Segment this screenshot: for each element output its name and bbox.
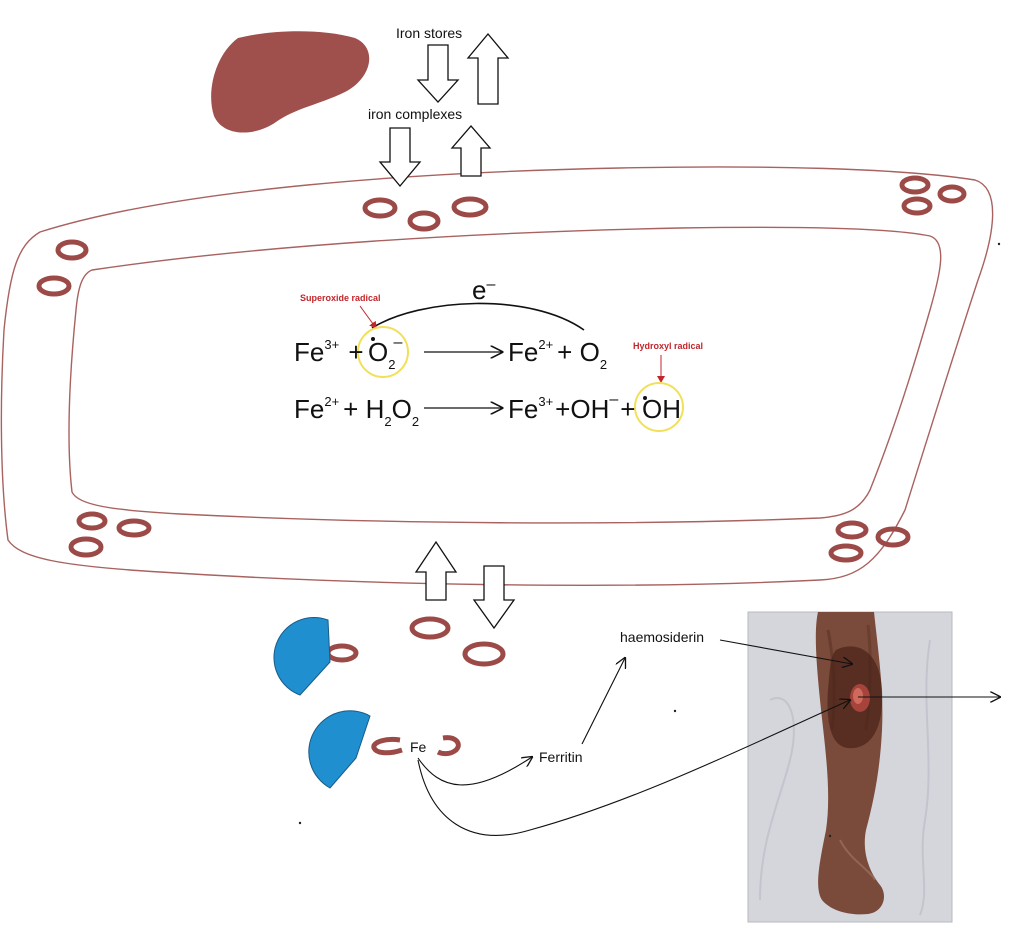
svg-text:Fe3++OH–+: Fe3++OH–+ [508,391,635,424]
iron-ring [76,511,108,531]
down-arrow-bottom [472,565,516,630]
iron-ring [901,196,933,216]
up-arrow-stores [466,32,510,105]
iron-ring [116,518,152,538]
equation-1: Fe3+ + O2– Fe2++ O2 [294,334,607,372]
down-arrow-complexes [378,127,422,188]
blood-vessel-outer-wall [0,166,994,586]
arrow-fe-to-wound [417,700,850,836]
fe-label: Fe [410,739,427,755]
bottom-arrows [414,540,516,630]
hydroxyl-highlight [634,382,684,432]
iron-ring [36,275,72,297]
blood-vessel-inner-wall [68,226,942,524]
iron-ring [68,536,104,558]
leg-ulcer-photo [747,611,953,923]
electron-label: e– [472,275,495,305]
iron-complexes-label: iron complexes [368,106,462,122]
radical-dot [371,337,375,341]
ferritin-label: Ferritin [539,749,583,765]
svg-text:Fe2++ H2O2: Fe2++ H2O2 [294,394,419,429]
svg-text:OH: OH [642,394,681,424]
equation-2: Fe2++ H2O2 Fe3++OH–+ OH [294,391,681,429]
top-arrows [378,32,510,188]
pacman-chelator-2 [308,710,371,789]
iron-ring [828,543,864,563]
iron-ring [937,184,967,204]
liver-shape [211,31,370,133]
svg-text:O2–: O2– [368,334,402,372]
up-arrow-bottom [414,540,458,601]
superoxide-annotation: Superoxide radical [300,293,381,303]
iron-ring [325,643,359,663]
svg-text:Fe2++ O2: Fe2++ O2 [508,337,607,372]
broken-ring-left [371,737,403,756]
arrow-fe-to-ferritin [417,757,532,786]
iron-ring [55,239,89,261]
down-arrow-stores [416,44,460,103]
iron-ring [462,641,506,667]
iron-ring [362,197,398,219]
pacman-chelator-1 [273,616,331,696]
superoxide-pointer [359,305,377,329]
iron-ring [899,175,931,195]
haemosiderin-label: haemosiderin [620,629,704,645]
iron-ring [835,520,869,540]
broken-ring-right [436,735,461,757]
iron-stores-label: Iron stores [396,25,462,41]
iron-ring [451,196,489,218]
up-arrow-complexes [450,125,492,177]
arrow-haemosiderin-to-leg [719,639,852,664]
hydroxyl-dot [643,396,647,400]
electron-arc [371,302,585,331]
superoxide-highlight [357,326,409,378]
hydroxyl-annotation: Hydroxyl radical [633,341,703,351]
iron-ring [407,210,441,232]
arrow-ferritin-to-haemosiderin [581,658,625,745]
iron-rings [36,175,967,667]
iron-ring [875,526,911,548]
svg-text:Fe3+ +: Fe3+ + [294,337,364,367]
iron-ring [409,616,451,640]
